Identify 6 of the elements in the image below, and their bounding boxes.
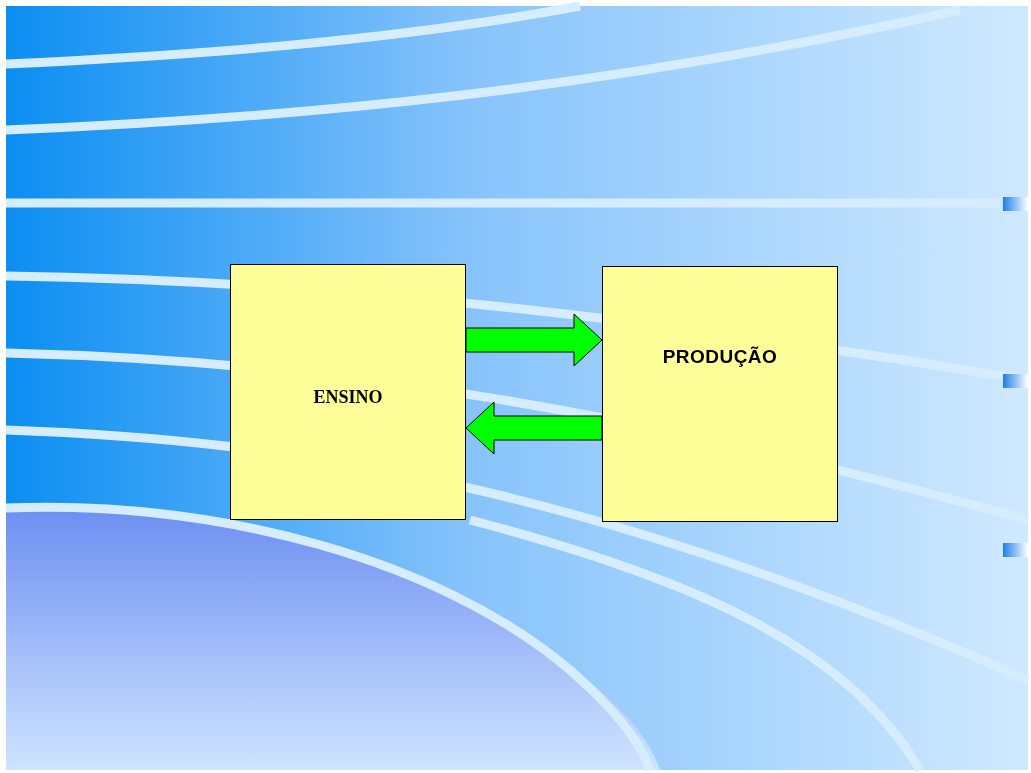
block-arrow bbox=[465, 313, 603, 367]
block-arrow bbox=[465, 401, 603, 455]
box-label: ENSINO bbox=[312, 385, 384, 409]
process-box bbox=[602, 266, 838, 522]
box-label: PRODUÇÃO bbox=[661, 345, 779, 369]
process-box bbox=[230, 264, 466, 520]
